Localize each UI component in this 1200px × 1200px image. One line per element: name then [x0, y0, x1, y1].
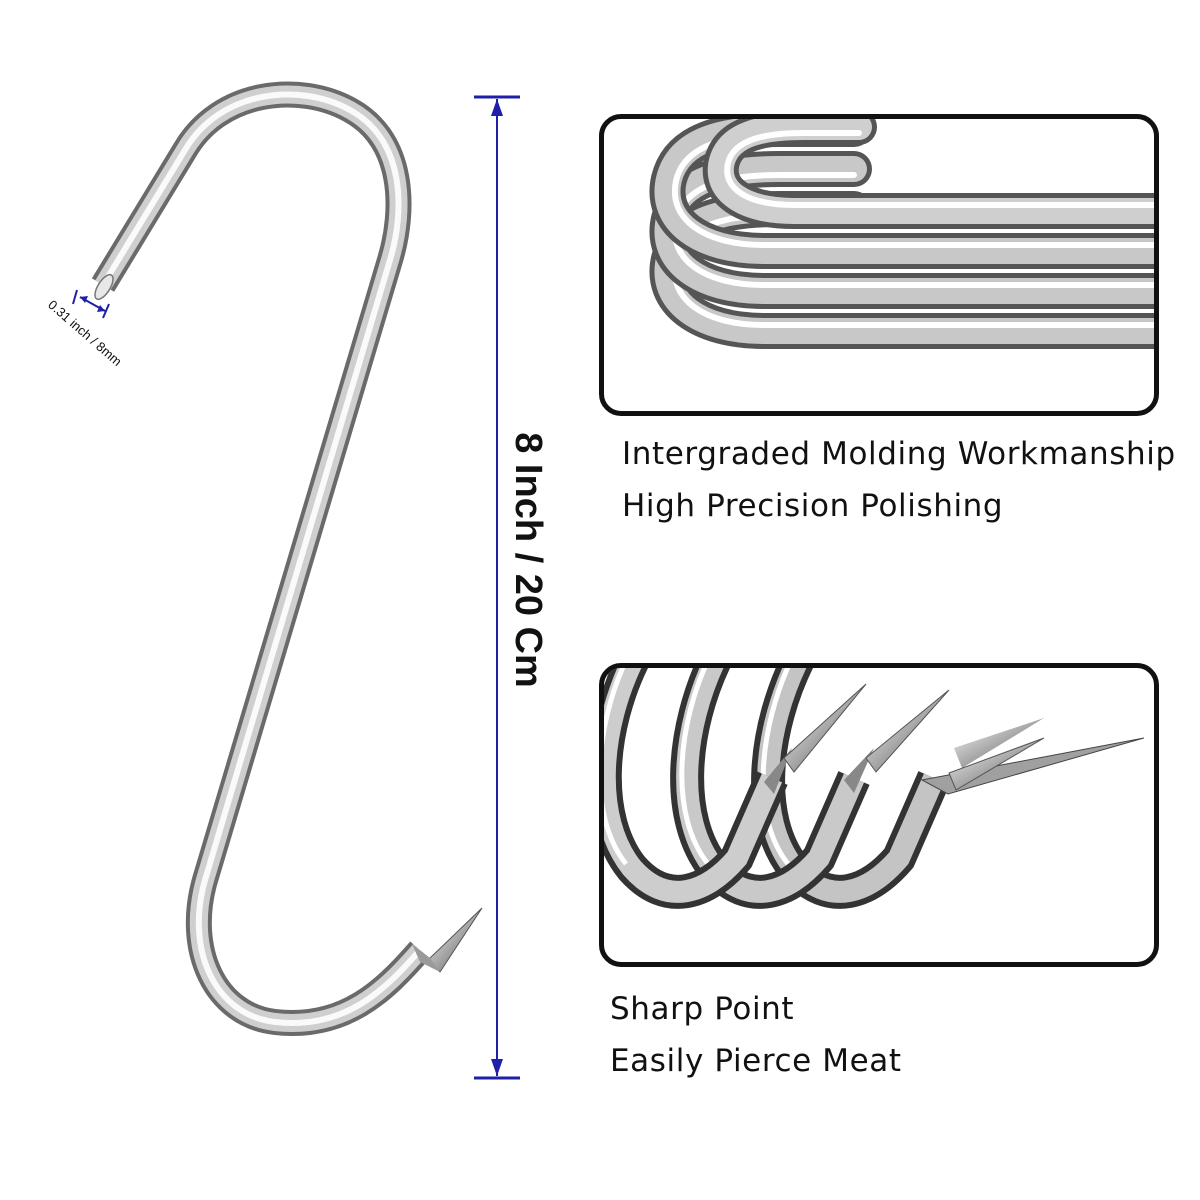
hook-point-icon — [427, 907, 483, 973]
feature-2-line-1: Sharp Point — [610, 991, 795, 1027]
feature-1-line-2: High Precision Polishing — [622, 488, 1004, 524]
feature-2-line-2: Easily Pierce Meat — [610, 1043, 902, 1079]
stacked-hooks-closeup-image — [649, 119, 1154, 349]
detail-panel-molding — [599, 114, 1159, 416]
s-hook-image — [91, 81, 483, 1036]
height-dimension-line — [474, 95, 520, 1080]
height-label: 8 Inch / 20 Cm — [507, 432, 549, 688]
feature-1-line-1: Intergraded Molding Workmanship — [622, 436, 1176, 472]
sharp-points-closeup-image — [604, 668, 1145, 909]
detail-panel-sharp-point — [599, 663, 1159, 967]
diameter-marker — [72, 289, 110, 319]
